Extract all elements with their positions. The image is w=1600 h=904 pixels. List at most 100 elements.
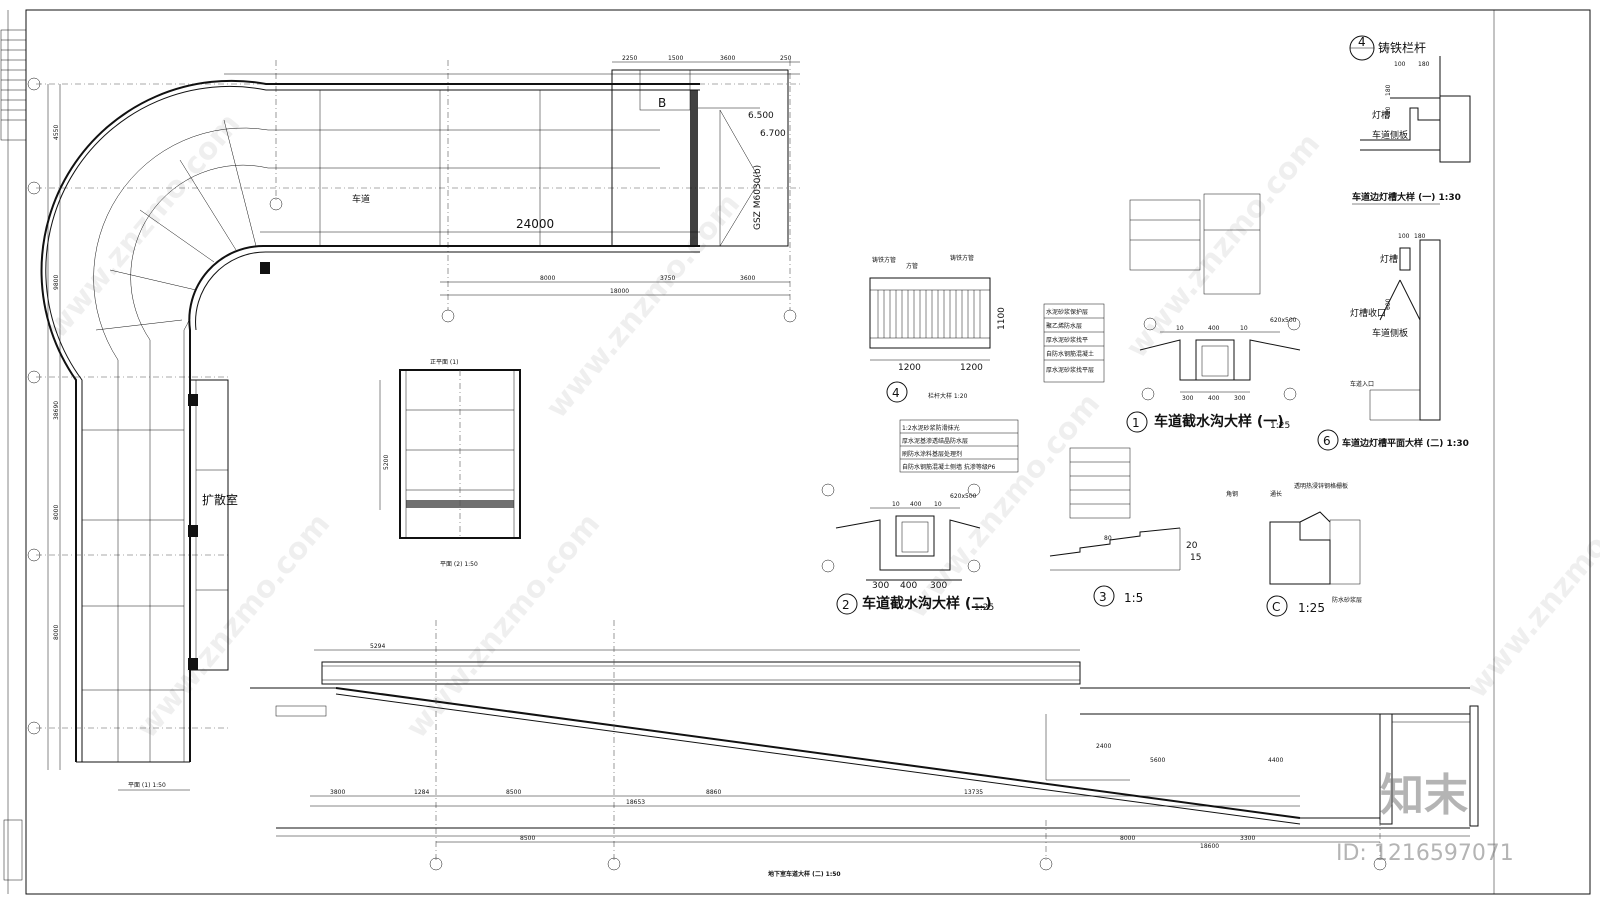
svg-text:8860: 8860 <box>706 789 721 796</box>
svg-text:300: 300 <box>1234 395 1246 402</box>
svg-text:自防水钢筋混凝土: 自防水钢筋混凝土 <box>1046 350 1094 358</box>
svg-text:400: 400 <box>1208 325 1220 332</box>
svg-text:300: 300 <box>872 581 889 591</box>
svg-text:灯槽收口: 灯槽收口 <box>1350 307 1386 319</box>
sheet-frame <box>7 9 1591 895</box>
svg-text:15: 15 <box>1190 553 1201 563</box>
svg-text:C: C <box>1272 600 1280 614</box>
svg-text:1200: 1200 <box>898 363 921 373</box>
svg-text:水泥砂浆保护层: 水泥砂浆保护层 <box>1046 308 1088 316</box>
svg-text:铸铁方管: 铸铁方管 <box>872 256 896 264</box>
svg-text:180: 180 <box>1418 61 1430 68</box>
svg-text:1:25: 1:25 <box>1298 601 1325 615</box>
svg-text:10: 10 <box>934 501 942 508</box>
door-code: GSZ M6030(b) <box>753 165 763 230</box>
svg-text:4400: 4400 <box>1268 757 1283 764</box>
elevation-2: 6.700 <box>760 129 786 139</box>
svg-text:400: 400 <box>910 501 922 508</box>
slope-detail-3: 80 20 15 3 1:5 <box>1049 447 1201 607</box>
svg-text:聚乙烯防水层: 聚乙烯防水层 <box>1046 322 1082 330</box>
svg-text:铸铁方管: 铸铁方管 <box>950 254 974 262</box>
plan-2-title: 平面 (2) 1:50 <box>440 561 478 568</box>
svg-text:透明热浸锌钢格栅板: 透明热浸锌钢格栅板 <box>1294 482 1348 490</box>
trench2-title: 车道截水沟大样 (二) <box>862 595 992 612</box>
svg-text:8000: 8000 <box>53 505 60 520</box>
svg-text:300: 300 <box>1182 395 1194 402</box>
svg-text:10: 10 <box>1240 325 1248 332</box>
svg-text:通长: 通长 <box>1270 490 1282 498</box>
svg-text:1:25: 1:25 <box>1270 421 1290 431</box>
watermark-text: www.znzmo.com <box>39 107 247 345</box>
watermark-text: www.znzmo.com <box>129 507 337 745</box>
svg-text:13735: 13735 <box>964 789 983 796</box>
svg-text:18000: 18000 <box>610 288 629 295</box>
svg-text:620x500: 620x500 <box>950 493 977 500</box>
svg-text:灯槽: 灯槽 <box>1372 109 1390 121</box>
svg-text:80: 80 <box>1104 535 1112 542</box>
svg-text:正平面 (1): 正平面 (1) <box>430 359 458 366</box>
svg-text:2: 2 <box>842 598 850 612</box>
railing-mark: 4 <box>892 386 900 400</box>
svg-text:4550: 4550 <box>53 125 60 140</box>
watermark-text: www.znzmo.com <box>539 187 747 425</box>
dim-24000: 24000 <box>516 217 554 231</box>
svg-text:3600: 3600 <box>720 55 735 62</box>
trench-detail-2: 1:2水泥砂浆防滑抹光 厚水泥基渗透结晶防水层 刷防水涂料基层处理剂 自防水钢筋… <box>821 419 1019 615</box>
svg-text:1200: 1200 <box>960 363 983 373</box>
plan-1-curved-ramp: 4550 9800 38690 8000 8000 <box>27 55 800 791</box>
svg-text:100: 100 <box>1398 233 1410 240</box>
svg-text:400: 400 <box>900 581 917 591</box>
svg-text:620x500: 620x500 <box>1270 317 1297 324</box>
svg-text:厚水泥砂浆找平: 厚水泥砂浆找平 <box>1046 336 1088 344</box>
svg-text:20: 20 <box>1186 541 1198 551</box>
detail6-title: 车道边灯槽平面大样 (二) 1:30 <box>1342 437 1469 449</box>
svg-text:18653: 18653 <box>626 799 645 806</box>
light-trough-detail-2: 灯槽 灯槽收口 车道侧板 车道入口 100 180 600 6 车道边灯槽平面大… <box>1317 233 1469 451</box>
elevation-1: 6.500 <box>748 111 774 121</box>
trench-detail-1: 水泥砂浆保护层 聚乙烯防水层 厚水泥砂浆找平 自防水钢筋混凝土 厚水泥砂浆找平层… <box>1043 193 1301 433</box>
driveway-label: 车道 <box>352 193 370 205</box>
svg-text:5294: 5294 <box>370 643 385 650</box>
detail4-title: 铸铁栏杆 <box>1378 40 1426 55</box>
room-b-label: B <box>658 96 666 110</box>
svg-text:3800: 3800 <box>330 789 345 796</box>
railing-detail: 铸铁方管 方管 铸铁方管 1200 1200 1100 4 栏杆大样 1:20 <box>869 254 1007 403</box>
svg-text:180: 180 <box>1385 84 1392 96</box>
svg-text:8500: 8500 <box>506 789 521 796</box>
svg-text:车道入口: 车道入口 <box>1350 380 1374 388</box>
svg-text:5600: 5600 <box>1150 757 1165 764</box>
svg-text:5200: 5200 <box>383 455 390 470</box>
svg-text:1:5: 1:5 <box>1124 591 1143 605</box>
svg-text:8500: 8500 <box>520 835 535 842</box>
svg-text:3600: 3600 <box>740 275 755 282</box>
light-trough-detail-1: 4 铸铁栏杆 灯槽 车道侧板 100 180 180 120 车道边灯槽大样 (… <box>1349 35 1471 205</box>
svg-text:自防水钢筋混凝土侧墙 抗渗等级P6: 自防水钢筋混凝土侧墙 抗渗等级P6 <box>902 463 996 471</box>
railing-title: 栏杆大样 1:20 <box>928 392 968 400</box>
ramp-section: 5294 3800 1284 8500 8860 <box>250 620 1479 878</box>
svg-text:120: 120 <box>1385 106 1392 118</box>
svg-text:刷防水涂料基层处理剂: 刷防水涂料基层处理剂 <box>902 450 962 458</box>
svg-text:180: 180 <box>1414 233 1426 240</box>
svg-text:38690: 38690 <box>53 401 60 420</box>
svg-text:3: 3 <box>1099 590 1107 604</box>
brand-name: 知末 <box>1380 770 1468 821</box>
fan-room-label: 扩散室 <box>202 492 238 507</box>
svg-text:1500: 1500 <box>668 55 683 62</box>
watermark-text: www.znzmo.com <box>1459 467 1600 705</box>
svg-text:10: 10 <box>892 501 900 508</box>
svg-text:车道侧板: 车道侧板 <box>1372 129 1408 141</box>
svg-text:1100: 1100 <box>997 307 1007 330</box>
svg-text:18600: 18600 <box>1200 843 1219 850</box>
svg-text:1: 1 <box>1132 416 1140 430</box>
svg-text:车道侧板: 车道侧板 <box>1372 327 1408 339</box>
svg-text:防水砂浆层: 防水砂浆层 <box>1332 596 1362 604</box>
svg-text:600: 600 <box>1385 298 1392 310</box>
svg-text:1284: 1284 <box>414 789 429 796</box>
section-title: 地下室车道大样 (二) 1:50 <box>768 870 841 878</box>
svg-text:9800: 9800 <box>53 275 60 290</box>
svg-text:3300: 3300 <box>1240 835 1255 842</box>
svg-text:8000: 8000 <box>540 275 555 282</box>
detail-c: 角钢 通长 透明热浸锌钢格栅板 防水砂浆层 C 1:25 <box>1226 482 1362 617</box>
svg-text:2250: 2250 <box>622 55 637 62</box>
